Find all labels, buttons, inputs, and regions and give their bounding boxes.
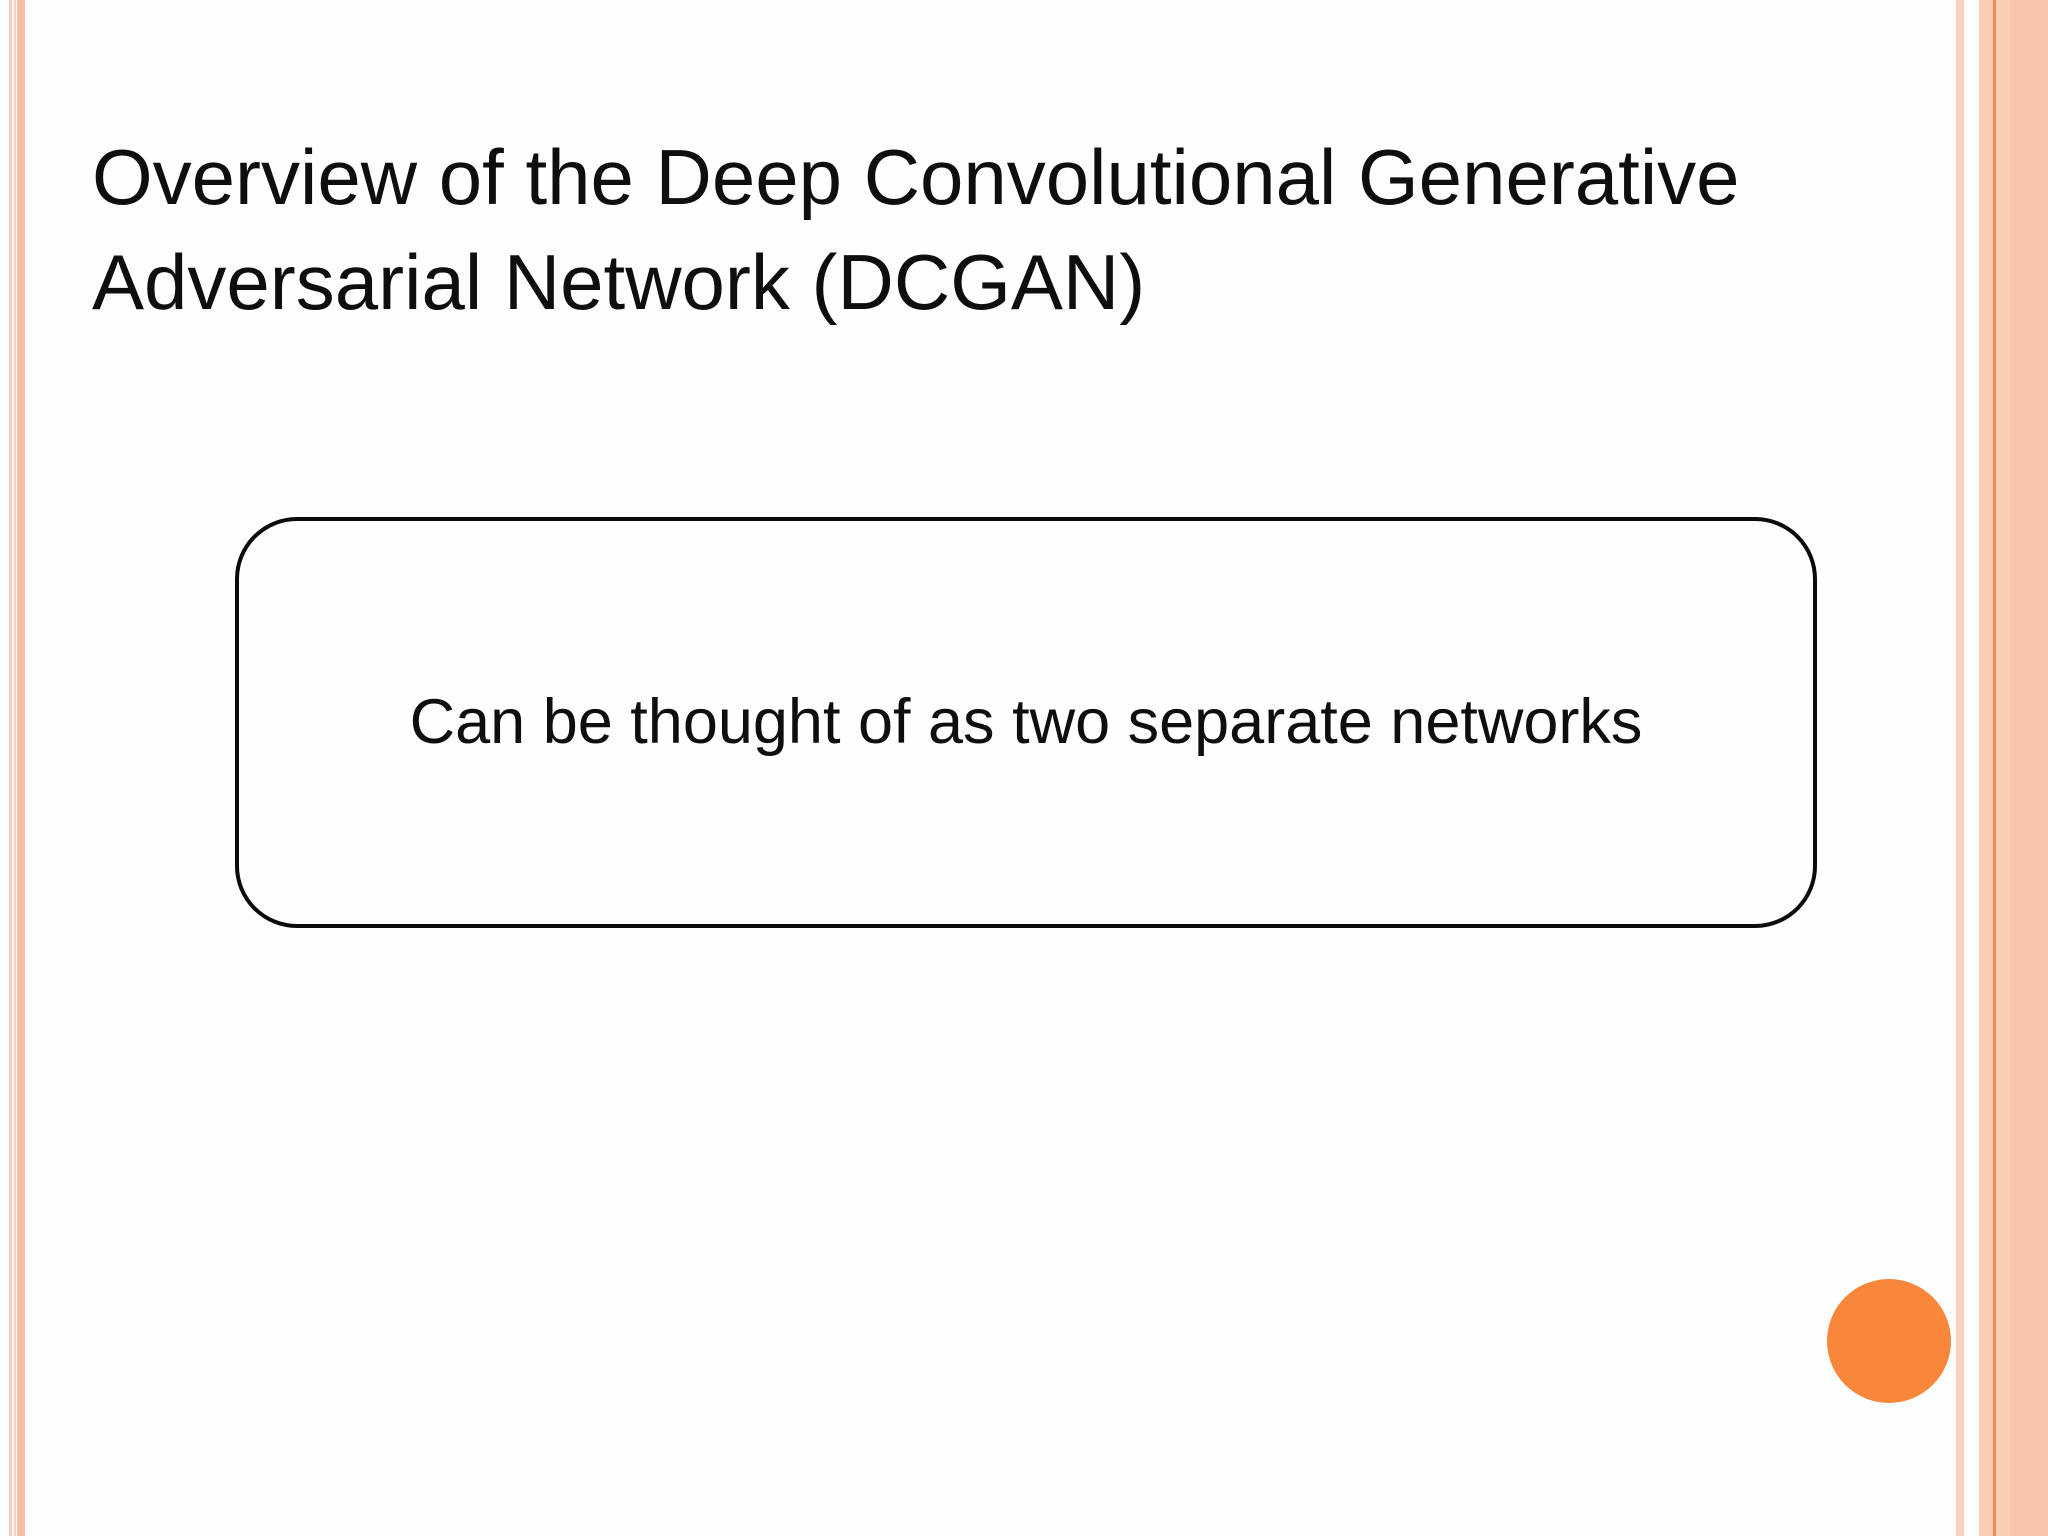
right-stripe-1 (1956, 0, 1964, 1536)
accent-circle (1827, 1279, 1951, 1403)
callout-box: Can be thought of as two separate networ… (235, 517, 1817, 928)
right-stripe-3 (1993, 0, 1996, 1536)
left-stripe-2 (14, 0, 16, 1536)
callout-text: Can be thought of as two separate networ… (409, 686, 1643, 757)
left-stripe-1 (9, 0, 12, 1536)
slide-title: Overview of the Deep Convolutional Gener… (92, 125, 1740, 335)
right-stripe-4 (2010, 0, 2048, 1536)
right-stripe-2 (1979, 0, 2048, 1536)
slide-title-line-2: Adversarial Network (DCGAN) (92, 238, 1146, 326)
slide-title-line-1: Overview of the Deep Convolutional Gener… (92, 133, 1740, 221)
left-stripe-3 (17, 0, 25, 1536)
